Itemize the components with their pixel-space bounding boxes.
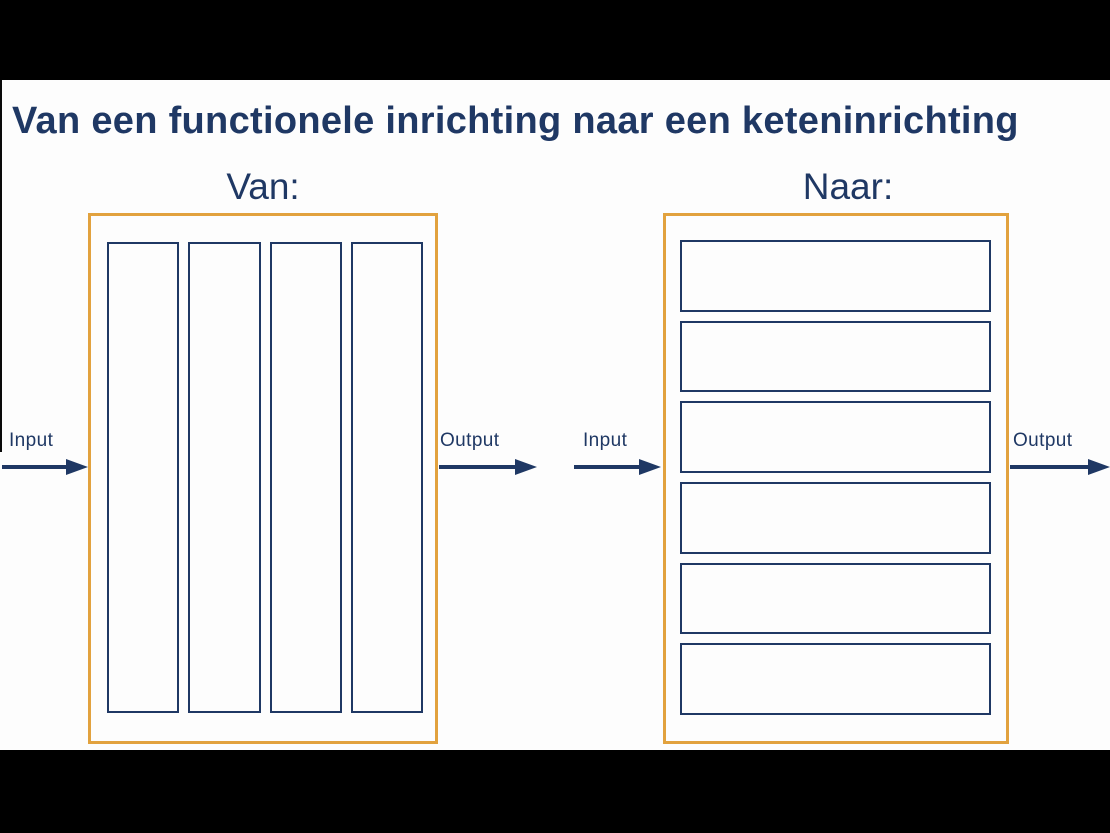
process-bar bbox=[680, 482, 991, 554]
chain-organization-box bbox=[663, 213, 1009, 744]
arrow-head bbox=[639, 459, 661, 475]
right-input-arrow-group: Input bbox=[574, 430, 661, 475]
right-arrow-icon bbox=[1010, 459, 1110, 475]
output-label: Output bbox=[1013, 430, 1073, 451]
arrow-head bbox=[1088, 459, 1110, 475]
right-output-arrow-group: Output bbox=[1010, 430, 1110, 475]
arrow-shaft bbox=[439, 465, 515, 469]
output-label: Output bbox=[440, 430, 500, 451]
process-bar bbox=[350, 242, 423, 713]
process-bar bbox=[680, 320, 991, 393]
arrow-shaft bbox=[1010, 465, 1088, 469]
horizontal-bars-container bbox=[680, 240, 991, 716]
right-arrow-icon bbox=[574, 459, 661, 475]
process-bar bbox=[680, 240, 991, 312]
slide-title: Van een functionele inrichting naar een … bbox=[12, 100, 1019, 142]
input-label: Input bbox=[9, 430, 54, 451]
process-bar bbox=[269, 242, 342, 713]
process-bar bbox=[107, 242, 180, 713]
input-label: Input bbox=[583, 430, 628, 451]
process-bar bbox=[188, 242, 261, 713]
letterbox-bottom bbox=[0, 750, 1110, 833]
vertical-bars-container bbox=[107, 242, 423, 713]
right-arrow-icon bbox=[2, 459, 88, 475]
arrow-shaft bbox=[2, 465, 66, 469]
letterbox-top bbox=[0, 0, 1110, 80]
process-bar bbox=[680, 643, 991, 716]
letterbox-left-strip bbox=[0, 80, 2, 452]
arrow-head bbox=[515, 459, 537, 475]
right-arrow-icon bbox=[439, 459, 537, 475]
left-diagram-title: Van: bbox=[226, 166, 300, 207]
process-bar bbox=[680, 401, 991, 474]
left-output-arrow-group: Output bbox=[439, 430, 537, 475]
arrow-head bbox=[66, 459, 88, 475]
right-diagram-title: Naar: bbox=[802, 166, 894, 207]
process-bar bbox=[680, 562, 991, 635]
functional-organization-box bbox=[88, 213, 438, 744]
left-input-arrow-group: Input bbox=[2, 430, 88, 475]
arrow-shaft bbox=[574, 465, 639, 469]
